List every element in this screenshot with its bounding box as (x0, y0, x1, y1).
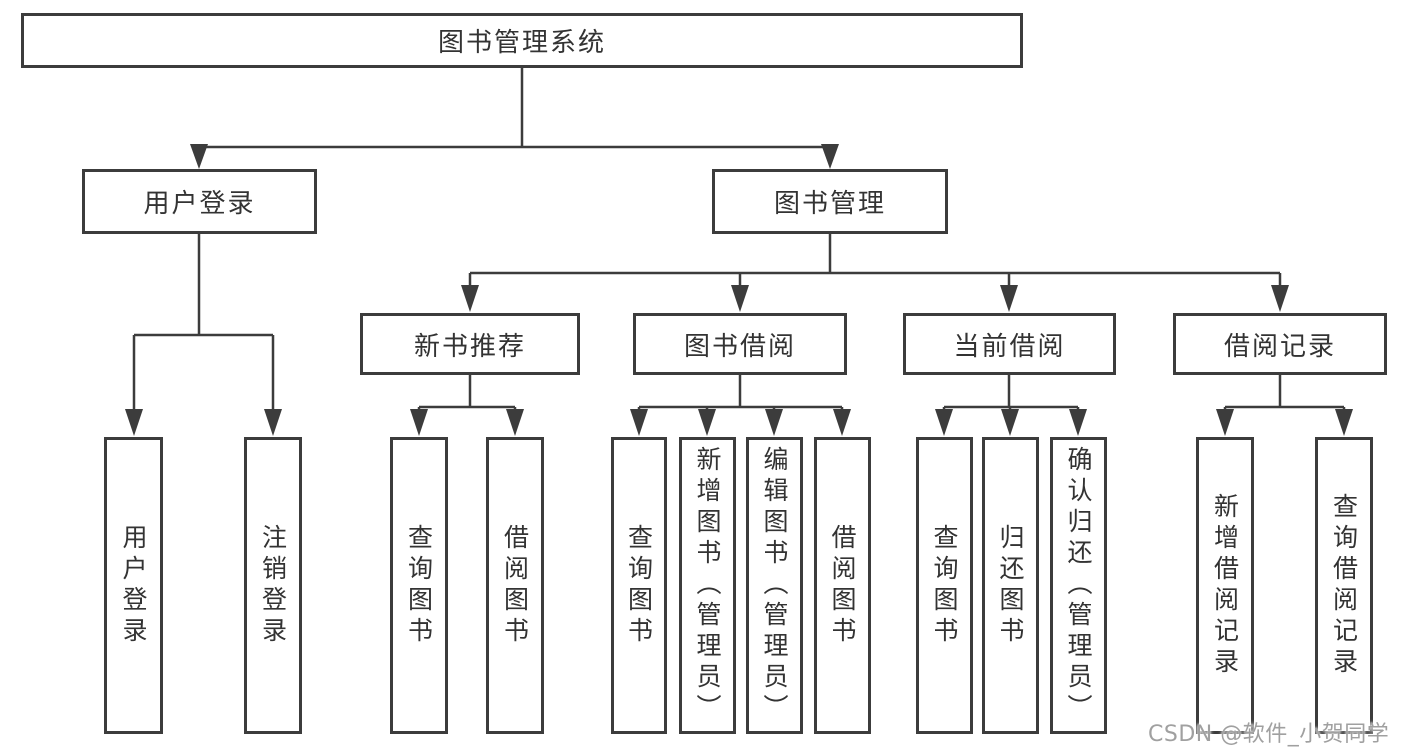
leaf-borrow-edit-book-admin: 编辑图书（管理员） (746, 437, 803, 734)
leaf-records-add-borrow-record: 新增借阅记录 (1196, 437, 1254, 734)
leaf-borrow-query-books: 查询图书 (611, 437, 667, 734)
leaf-label: 查询借阅记录 (1329, 492, 1359, 679)
leaf-borrow-add-book-admin: 新增图书（管理员） (679, 437, 736, 734)
csdn-watermark: CSDN @软件_小贺同学 (1148, 722, 1390, 747)
node-book-management: 图书管理 (712, 169, 948, 234)
leaf-logout: 注销登录 (244, 437, 302, 734)
leaf-label: 借阅图书 (828, 523, 857, 648)
node-root: 图书管理系统 (21, 13, 1023, 68)
leaf-user-login: 用户登录 (104, 437, 163, 734)
leaf-label: 查询图书 (930, 523, 959, 648)
leaf-label: 用户登录 (119, 523, 148, 648)
leaf-newbook-query-books: 查询图书 (390, 437, 448, 734)
node-current-borrow: 当前借阅 (903, 313, 1116, 375)
leaf-borrow-borrow-books: 借阅图书 (814, 437, 871, 734)
node-user-login: 用户登录 (82, 169, 317, 234)
node-book-borrow: 图书借阅 (633, 313, 847, 375)
leaf-label: 查询图书 (624, 523, 654, 648)
leaf-label: 新增图书（管理员） (693, 446, 722, 725)
leaf-label: 编辑图书（管理员） (760, 446, 789, 725)
leaf-records-query-borrow-record: 查询借阅记录 (1315, 437, 1373, 734)
leaf-label: 新增借阅记录 (1210, 492, 1240, 679)
leaf-label: 确认归还（管理员） (1064, 446, 1093, 725)
node-borrow-records: 借阅记录 (1173, 313, 1387, 375)
node-new-book-recommend: 新书推荐 (360, 313, 580, 375)
leaf-current-confirm-return-admin: 确认归还（管理员） (1050, 437, 1107, 734)
leaf-label: 借阅图书 (500, 523, 530, 648)
leaf-label: 归还图书 (996, 523, 1025, 648)
leaf-current-query-books: 查询图书 (916, 437, 973, 734)
leaf-newbook-borrow-books: 借阅图书 (486, 437, 544, 734)
leaf-label: 注销登录 (258, 523, 288, 648)
leaf-current-return-books: 归还图书 (982, 437, 1039, 734)
leaf-label: 查询图书 (404, 523, 434, 648)
